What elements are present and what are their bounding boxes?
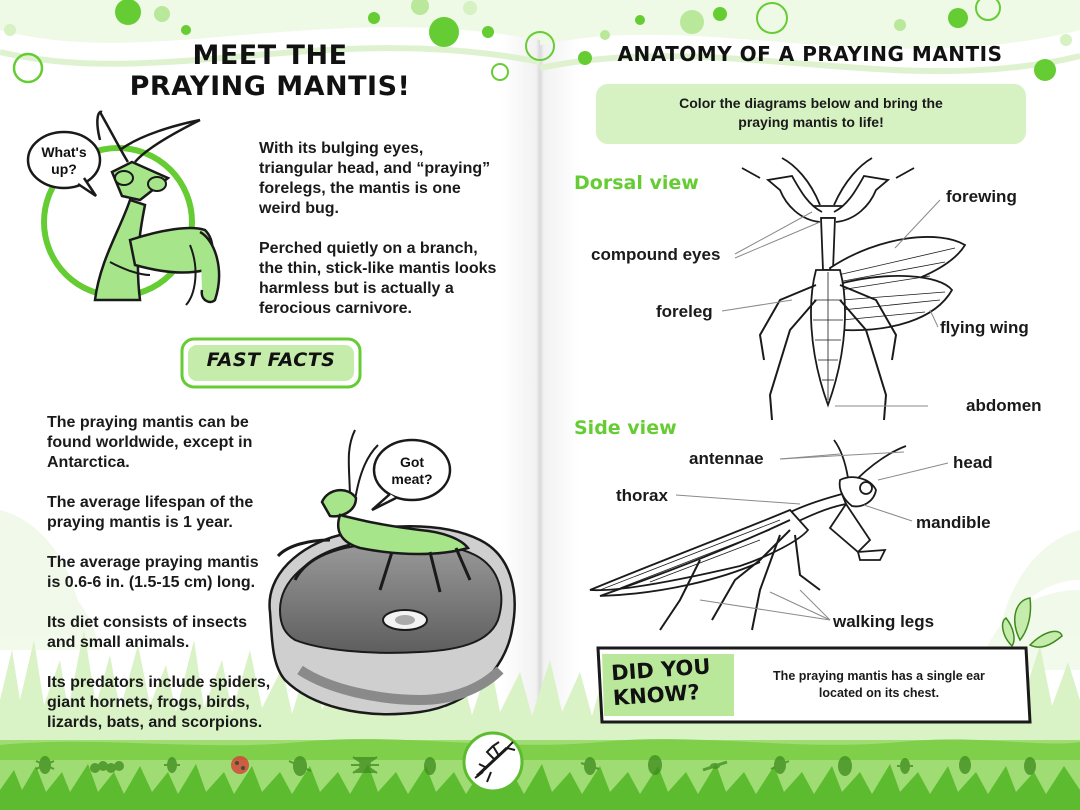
- fact-item-1: The praying mantis can be found worldwid…: [47, 414, 253, 471]
- did-you-know-box-shape: [596, 646, 1032, 724]
- facts-list: The praying mantis can be found worldwid…: [47, 413, 272, 753]
- bug-icon: [959, 756, 971, 774]
- bug-icon: [35, 756, 55, 774]
- speech-bubble-2-line2: meat?: [391, 471, 433, 487]
- page-title-right: ANATOMY OF A PRAYING MANTIS: [617, 42, 1003, 66]
- fact-item-5: Its predators include spiders, giant hor…: [47, 674, 271, 731]
- bug-icon: [702, 760, 728, 772]
- caterpillar-icon: [90, 761, 124, 773]
- mantis-icon: [462, 731, 524, 793]
- label-antennae: antennae: [689, 449, 764, 468]
- bug-icon: [897, 758, 913, 774]
- beetle-icon: [288, 756, 312, 776]
- speech-bubble-2: [371, 438, 452, 512]
- speech-bubble-2-text: Got meat?: [378, 454, 446, 488]
- bug-icon: [580, 757, 600, 775]
- instruction-line1: Color the diagrams below and bring the: [679, 95, 943, 111]
- decorative-bubbles: [4, 0, 1072, 84]
- fast-facts-label: FAST FACTS: [206, 349, 336, 371]
- speech-bubble-1-text: What's up?: [30, 144, 98, 178]
- book-gutter: [500, 0, 580, 810]
- label-abdomen: abdomen: [966, 396, 1042, 415]
- bug-icon: [424, 757, 436, 775]
- instruction-box: [596, 84, 1026, 144]
- intro-paragraph-2: Perched quietly on a branch, the thin, s…: [259, 240, 497, 317]
- did-you-know-text-line2: located on its chest.: [818, 686, 940, 700]
- beetle-icon: [838, 756, 852, 776]
- fast-facts-tab-shape: [180, 337, 362, 389]
- speech-bubble-1-line2: up?: [51, 161, 77, 177]
- bug-icon: [164, 757, 180, 773]
- plant-decoration: [1001, 597, 1063, 648]
- side-leader-lines: [675, 451, 949, 621]
- did-you-know-text-line1: The praying mantis has a single ear: [773, 669, 985, 683]
- label-thorax: thorax: [616, 486, 668, 505]
- label-flying-wing: flying wing: [940, 318, 1029, 337]
- label-foreleg: foreleg: [656, 302, 713, 321]
- page-title-line2: PRAYING MANTIS!: [129, 71, 411, 102]
- label-walking-legs: walking legs: [833, 612, 935, 631]
- intro-paragraph-1: With its bulging eyes, triangular head, …: [259, 140, 491, 217]
- instruction-line2: praying mantis to life!: [738, 114, 884, 130]
- label-mandible: mandible: [916, 513, 991, 532]
- fact-item-2: The average lifespan of the praying mant…: [47, 494, 254, 531]
- fact-item-4: Its diet consists of insects and small a…: [47, 614, 248, 651]
- page-title-line1: MEET THE: [192, 40, 348, 71]
- grass-decoration: [0, 630, 1080, 810]
- did-you-know-title: DID YOU KNOW?: [610, 653, 733, 711]
- dorsal-view-title: Dorsal view: [574, 172, 699, 194]
- dorsal-leader-lines: [721, 199, 941, 407]
- label-compound-eyes: compound eyes: [591, 245, 721, 264]
- mantis-portrait-illustration: [41, 110, 221, 306]
- side-view-title: Side view: [574, 417, 677, 439]
- page-title-left: MEET THE PRAYING MANTIS!: [120, 40, 420, 102]
- bug-icon: [770, 756, 790, 774]
- speech-bubble-2-line1: Got: [399, 454, 425, 470]
- did-you-know-text: The praying mantis has a single ear loca…: [744, 668, 1014, 702]
- instruction-text: Color the diagrams below and bring the p…: [596, 94, 1026, 132]
- fact-item-3: The average praying mantis is 0.6-6 in. …: [47, 554, 259, 591]
- bottom-bug-row: [35, 755, 1036, 776]
- intro-text: With its bulging eyes, triangular head, …: [259, 139, 497, 339]
- rock-mantis-illustration: [268, 429, 516, 716]
- ladybug-icon: [231, 756, 249, 774]
- bug-icon: [1024, 757, 1036, 775]
- beetle-icon: [648, 755, 662, 775]
- dorsal-view-illustration: [741, 157, 967, 421]
- spider-icon: [351, 756, 379, 774]
- speech-bubble-1: [26, 130, 102, 198]
- label-forewing: forewing: [946, 187, 1017, 206]
- label-head: head: [953, 453, 993, 472]
- speech-bubble-1-line1: What's: [41, 144, 87, 160]
